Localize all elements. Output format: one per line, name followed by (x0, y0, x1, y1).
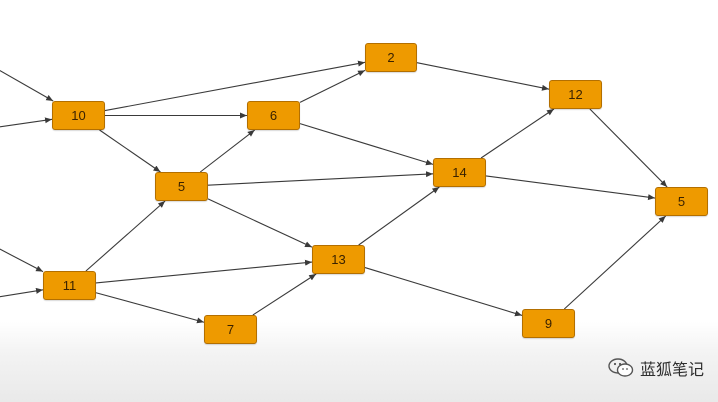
edge-n5a-to-n13 (207, 198, 313, 248)
node-2: 2 (365, 43, 417, 72)
node-5-middle: 5 (155, 172, 208, 201)
edge-in4-to-n11 (0, 287, 44, 298)
edge-in1-to-n10 (0, 69, 54, 102)
edge-n2-to-n12 (416, 62, 550, 91)
edge-n6-to-n2 (299, 69, 366, 103)
edge-n13-to-n14 (358, 186, 440, 246)
watermark-text: 蓝狐笔记 (639, 360, 704, 379)
edge-n10-to-n2 (104, 60, 366, 112)
node-13: 13 (312, 245, 365, 274)
edge-n10-to-n5a (99, 129, 161, 173)
node-14: 14 (433, 158, 486, 187)
edge-n11-to-n13 (95, 259, 313, 284)
edge-n14-to-n12 (480, 108, 555, 159)
wechat-icon (608, 358, 634, 377)
node-7: 7 (204, 315, 257, 344)
node-5-right: 5 (655, 187, 708, 216)
node-6: 6 (247, 101, 300, 130)
edge-n13-to-n9 (364, 267, 523, 317)
edge-n9-to-n5b (563, 215, 667, 310)
edge-n12-to-n5b (589, 108, 668, 188)
edge-n7-to-n13 (252, 273, 317, 316)
edge-n11-to-n7 (95, 292, 205, 324)
edge-n11-to-n5a (85, 200, 166, 272)
edge-n5a-to-n6 (199, 129, 256, 173)
edge-n14-to-n5b (485, 175, 656, 201)
node-10: 10 (52, 101, 105, 130)
edge-in2-to-n10 (0, 117, 53, 128)
node-9: 9 (522, 309, 575, 338)
node-12: 12 (549, 80, 602, 109)
edge-in3-to-n11 (0, 248, 44, 273)
edge-n6-to-n14 (299, 123, 434, 166)
edge-n5a-to-n14 (207, 171, 434, 186)
node-11: 11 (43, 271, 96, 300)
watermark: 蓝狐笔记 (608, 356, 704, 380)
